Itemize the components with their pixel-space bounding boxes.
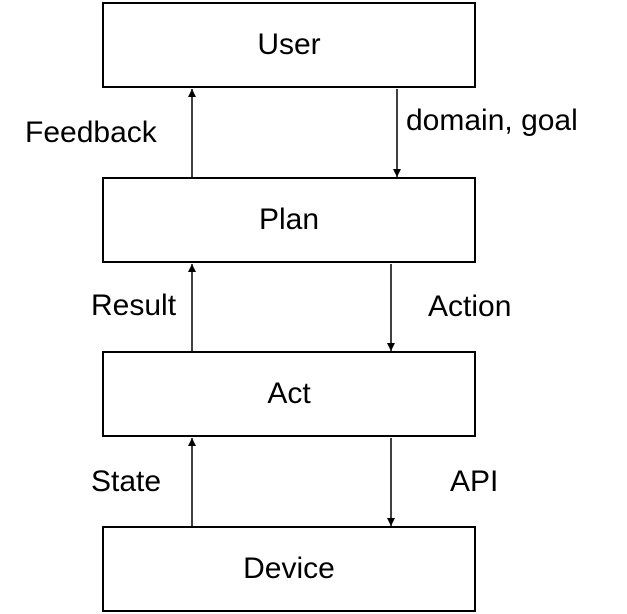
- result-label: Result: [91, 289, 177, 322]
- act-box: Act: [102, 351, 476, 437]
- state-label: State: [91, 465, 162, 498]
- act-label: Act: [267, 377, 311, 410]
- device-label: Device: [243, 552, 335, 585]
- api-label: API: [450, 465, 499, 498]
- plan-label: Plan: [258, 203, 320, 236]
- domain-goal-label: domain, goal: [406, 104, 578, 137]
- device-box: Device: [102, 526, 476, 612]
- user-box: User: [102, 2, 476, 88]
- plan-box: Plan: [102, 177, 476, 263]
- action-label: Action: [428, 290, 512, 323]
- user-label: User: [257, 28, 321, 61]
- feedback-label: Feedback: [25, 116, 157, 149]
